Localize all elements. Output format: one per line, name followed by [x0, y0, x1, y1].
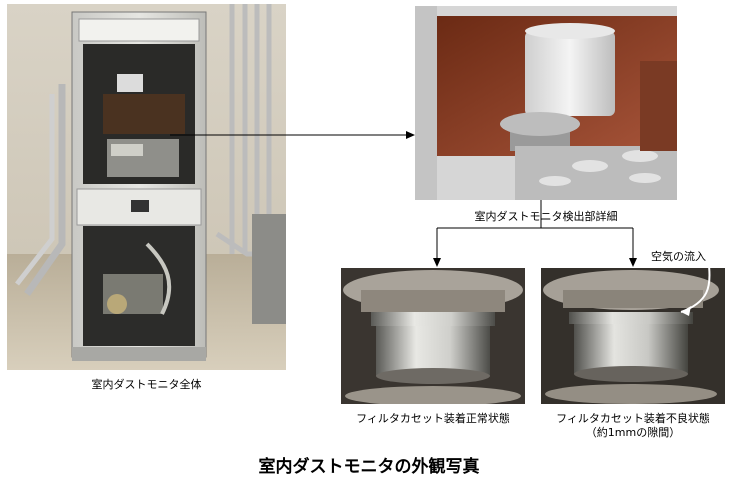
- caption-detector: 室内ダストモニタ検出部詳細: [474, 210, 618, 223]
- photo-detector-detail: [415, 6, 677, 200]
- photo-filter-bad: [541, 268, 725, 404]
- figure-title: 室内ダストモニタの外観写真: [258, 457, 480, 477]
- caption-whole: 室内ダストモニタ全体: [91, 378, 202, 391]
- caption-filter-bad-line2: （約1mmの隙間）: [585, 426, 681, 439]
- photo-filter-normal: [341, 268, 525, 404]
- annotation-airflow: 空気の流入: [651, 250, 706, 263]
- caption-filter-normal: フィルタカセット装着正常状態: [356, 412, 510, 425]
- caption-filter-bad-line1: フィルタカセット装着不良状態: [556, 412, 710, 425]
- photo-whole-monitor: [7, 4, 286, 370]
